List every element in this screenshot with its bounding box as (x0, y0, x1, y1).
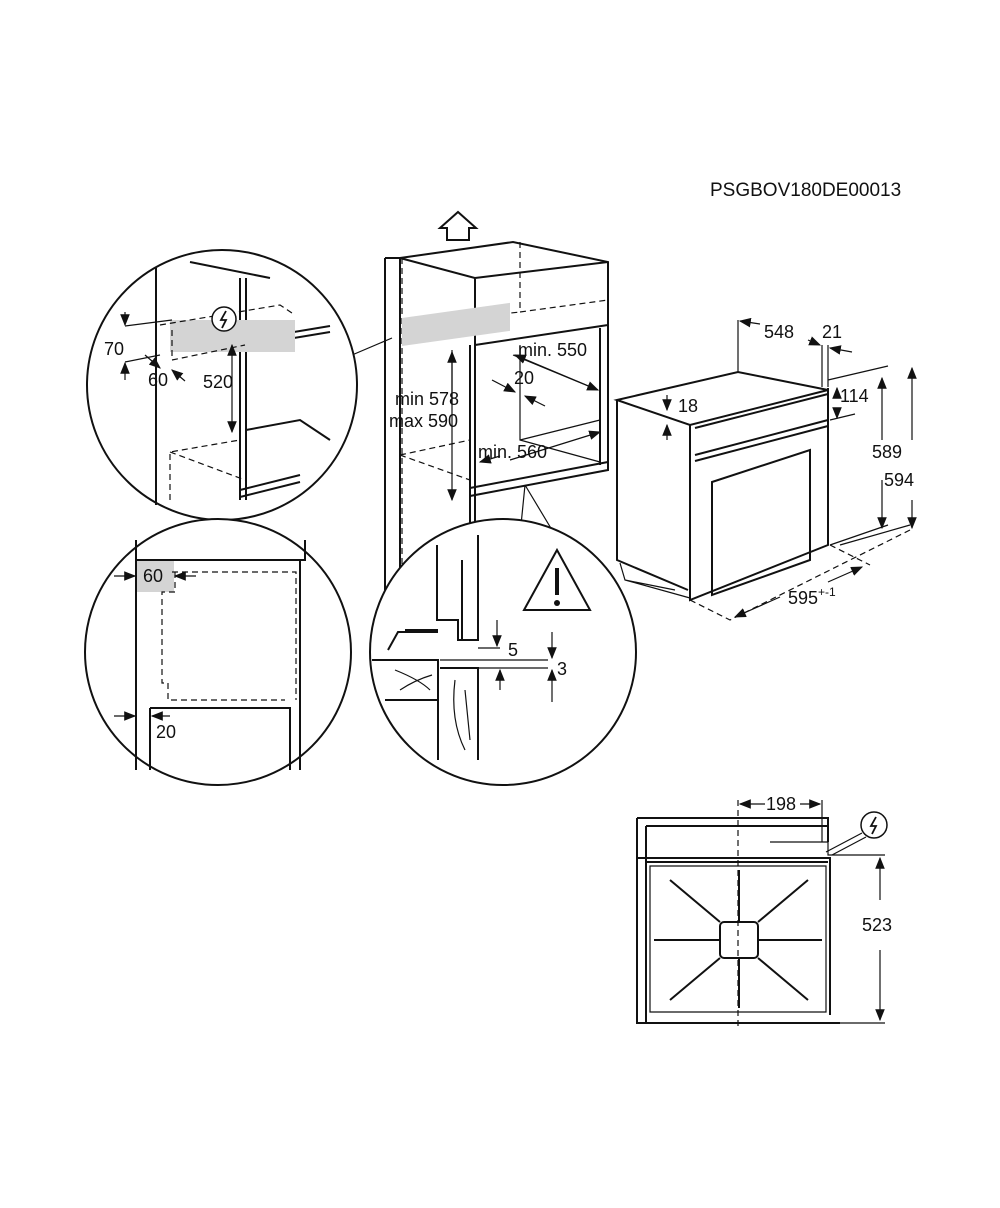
label-floor-3: 3 (557, 659, 567, 679)
label-height-min: min 578 (395, 389, 459, 409)
label-height-body: 589 (872, 442, 902, 462)
up-arrow-icon (437, 210, 479, 241)
oven-drawing (613, 317, 917, 621)
label-front-depth: 21 (822, 322, 842, 342)
detail-floor-circle (369, 518, 637, 786)
detail-top-circle (86, 249, 358, 521)
label-socket-offset: 198 (766, 794, 796, 814)
label-gap-60: 60 (143, 566, 163, 586)
label-gap-5: 5 (508, 640, 518, 660)
electric-socket-icon (869, 816, 878, 835)
label-offset-520: 520 (203, 372, 233, 392)
label-height-max: max 590 (389, 411, 458, 431)
label-oven-depth: 548 (764, 322, 794, 342)
electric-icon (219, 310, 228, 329)
drawing-code: PSGBOV180DE00013 (710, 180, 901, 201)
label-recess: 20 (514, 368, 534, 388)
label-inset-20: 20 (156, 722, 176, 742)
label-height-70: 70 (104, 339, 124, 359)
label-width-min: min. 550 (518, 340, 587, 360)
label-oven-width: 595+-1 (788, 585, 836, 608)
label-height-total: 594 (884, 470, 914, 490)
label-depth-min: min. 560 (478, 442, 547, 462)
label-control-panel: 114 (840, 386, 869, 406)
label-top-panel: 18 (678, 396, 698, 416)
bottom-view-drawing (636, 799, 888, 1030)
label-socket-height: 523 (862, 915, 892, 935)
detail-side-circle (84, 518, 352, 786)
label-depth-60: 60 (148, 370, 168, 390)
